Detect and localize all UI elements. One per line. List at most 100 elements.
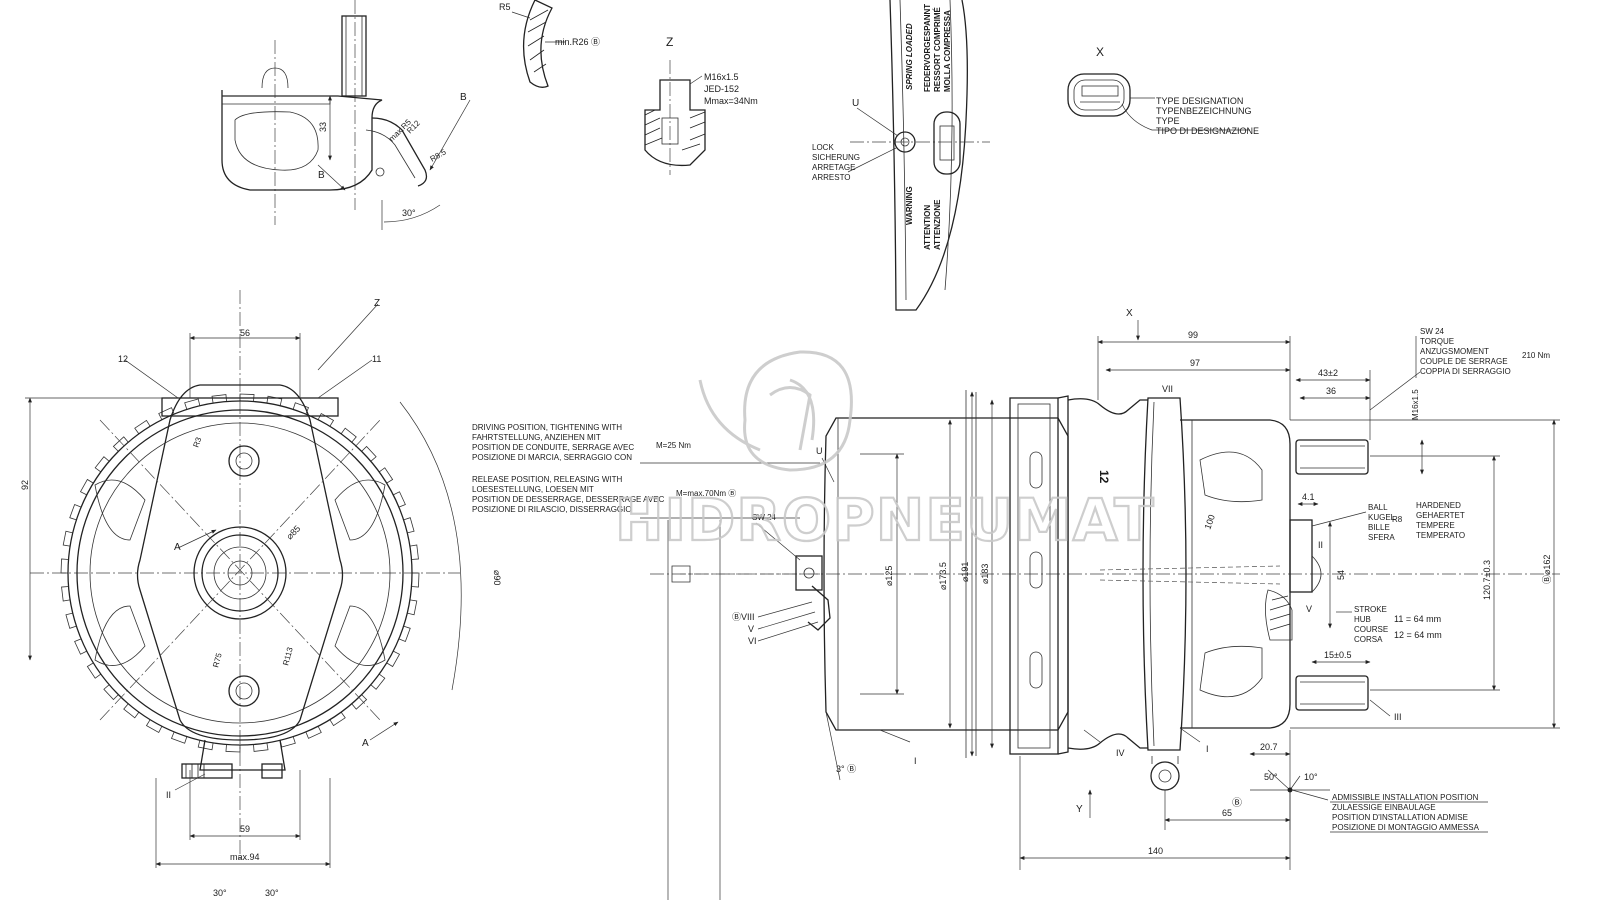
label-r5: R5 <box>499 2 511 12</box>
rim-tooth <box>74 638 87 655</box>
admissible-3: POSIZIONE DI MONTAGGIO AMMESSA <box>1332 823 1480 832</box>
rim-tooth <box>351 694 368 710</box>
dim-4-1: 4.1 <box>1302 492 1315 502</box>
rim-tooth <box>253 742 269 752</box>
side-label-v2: V <box>1306 604 1312 614</box>
strip-ressort-comprime: RESSORT COMPRIMÉ <box>933 6 942 92</box>
label-r3: R3 <box>191 435 203 448</box>
dim-59: 59 <box>240 824 250 834</box>
rim-tooth <box>86 662 102 679</box>
side-view-x: X <box>1126 308 1133 319</box>
dim-120-7: 120.7±0.3 <box>1482 560 1492 600</box>
front-label-II: II <box>166 790 171 800</box>
dim-99: 99 <box>1188 330 1198 340</box>
stroke-label-1: HUB <box>1354 615 1371 624</box>
front-view-teeth <box>60 393 420 753</box>
rim-tooth <box>378 467 394 484</box>
top-left-detail: 33 max.R5 R12 R8.5 B B 30° <box>221 0 471 230</box>
dim-15: 15±0.5 <box>1324 650 1351 660</box>
rim-tooth <box>340 427 357 443</box>
rim-tooth <box>69 503 82 521</box>
z-torque-label: Mmax=34Nm <box>704 96 758 106</box>
lock-label-3: ARRESTO <box>812 173 851 182</box>
lock-label-2: ARRETAGE <box>812 163 855 172</box>
release-note-2: POSITION DE DESSERRAGE, DESSERRAGE AVEC <box>472 495 665 504</box>
sw24-torque: 210 Nm <box>1522 351 1550 360</box>
dim-36: 36 <box>1326 386 1336 396</box>
dim-max-94: max.94 <box>230 852 260 862</box>
admissible-1: ZULAESSIGE EINBAULAGE <box>1332 803 1436 812</box>
dim-54: 54 <box>1336 570 1346 580</box>
angle-30-right: 30° <box>265 888 279 898</box>
side-label-iii: III <box>1394 712 1402 722</box>
label-m16: M16x1.5 <box>1411 389 1420 420</box>
lock-label-0: LOCK <box>812 143 834 152</box>
dim-65: 65 <box>1222 808 1232 818</box>
right-notes: SW 24 TORQUE ANZUGSMOMENT COUPLE DE SERR… <box>1330 327 1550 833</box>
rim-tooth <box>134 419 151 435</box>
side-view-y: Y <box>1076 804 1083 815</box>
position-notes: DRIVING POSITION, TIGHTENING WITH FAHRTS… <box>472 423 820 514</box>
side-label-vii: VII <box>1162 384 1173 394</box>
rim-tooth <box>361 445 377 462</box>
rim-tooth <box>112 436 129 452</box>
label-min-r26: min.R26 Ⓑ <box>555 37 600 47</box>
rim-tooth <box>103 684 119 701</box>
side-sw24: SW 24 <box>752 513 777 522</box>
type-designation-0: TYPE DESIGNATION <box>1156 96 1243 106</box>
rim-tooth <box>393 491 406 508</box>
dia-162: Ⓑ⌀162 <box>1542 555 1552 584</box>
ball-r8: R8 <box>1392 515 1403 524</box>
rim-tooth <box>60 558 69 574</box>
front-view: 56 92 59 max.94 30° 30° ⌀90 R75 R113 R3 … <box>20 290 502 898</box>
rim-tooth <box>65 612 77 629</box>
warning-strip: SPRING LOADED FEDERVORGESPANNT RESSORT C… <box>812 0 990 311</box>
side-label-12: 12 <box>1097 470 1111 484</box>
release-note-1: LOESESTELLUNG, LOESEN MIT <box>472 485 594 494</box>
sw24-note-3: COUPLE DE SERRAGE <box>1420 357 1508 366</box>
view-x-title: X <box>1096 45 1104 59</box>
sw24-note-0: SW 24 <box>1420 327 1445 336</box>
z-jed-label: JED-152 <box>704 84 739 94</box>
rim-tooth <box>61 586 71 602</box>
view-a-marker-top: A <box>174 542 181 553</box>
ball-label-3: SFERA <box>1368 533 1395 542</box>
rim-tooth <box>197 740 214 751</box>
strip-spring-loaded: SPRING LOADED <box>905 23 914 90</box>
watermark-text: HIDROPNEUMAT <box>615 486 1155 554</box>
stroke-label-0: STROKE <box>1354 605 1387 614</box>
driving-note-0: DRIVING POSITION, TIGHTENING WITH <box>472 423 622 432</box>
view-a-marker-bottom: A <box>362 738 369 749</box>
type-designation-detail: X TYPE DESIGNATION TYPENBEZEICHNUNG TYPE… <box>1067 45 1259 136</box>
view-b-marker-top: B <box>460 92 467 103</box>
dim-97: 97 <box>1190 358 1200 368</box>
stroke-label-2: COURSE <box>1354 625 1388 634</box>
rim-tooth <box>409 544 419 560</box>
front-view-z: Z <box>374 298 380 309</box>
strip-attenzione: ATTENZIONE <box>933 199 942 250</box>
dia-90: ⌀90 <box>492 570 502 585</box>
release-note-3: POSIZIONE DI RILASCIO, DISSERRAGGIO <box>472 505 632 514</box>
dim-140: 140 <box>1148 846 1163 856</box>
admissible-0: ADMISSIBLE INSTALLATION POSITION <box>1332 793 1479 802</box>
side-label-ii: II <box>1318 540 1323 550</box>
front-label-11: 11 <box>372 354 381 364</box>
side-label-iv: IV <box>1116 748 1125 758</box>
dim-92: 92 <box>20 480 30 490</box>
strip-federvorgespannt: FEDERVORGESPANNT <box>923 4 932 92</box>
r26-detail: R5 min.R26 Ⓑ <box>499 0 600 88</box>
rim-tooth <box>403 517 415 534</box>
admissible-2: POSITION D'INSTALLATION ADMISE <box>1332 813 1468 822</box>
view-b-marker-bottom: B <box>318 170 325 181</box>
stroke-value-1: 12 = 64 mm <box>1394 630 1442 640</box>
rim-tooth <box>370 673 386 690</box>
side-label-i-left: I <box>914 756 917 766</box>
rim-tooth <box>62 530 73 547</box>
hardened-label-2: TEMPERE <box>1416 521 1455 530</box>
dia-173-5: ⌀173.5 <box>938 562 948 590</box>
dim-56: 56 <box>240 328 250 338</box>
driving-torque: M=25 Nm <box>656 441 691 450</box>
type-designation-3: TIPO DI DESIGNAZIONE <box>1156 126 1259 136</box>
lock-label-1: SICHERUNG <box>812 153 860 162</box>
